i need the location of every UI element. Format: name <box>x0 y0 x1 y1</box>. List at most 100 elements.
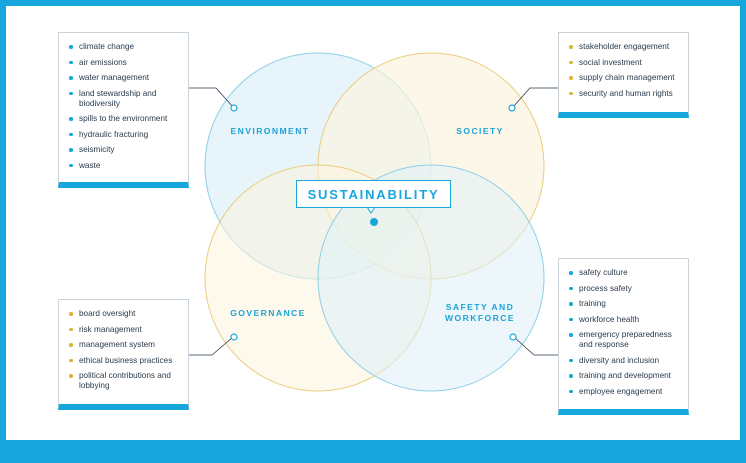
list-item-label: employee engagement <box>579 386 663 396</box>
list-item: diversity and inclusion <box>569 356 680 366</box>
governance-topics-box: board oversight risk management manageme… <box>58 299 189 410</box>
bullet-icon <box>569 60 573 64</box>
list-item: stakeholder engagement <box>569 42 680 52</box>
safety-connector <box>513 336 558 356</box>
list-item: land stewardship and biodiversity <box>69 89 169 109</box>
list-item: employee engagement <box>569 387 680 397</box>
list-item-label: spills to the environment <box>79 114 168 123</box>
list-item: spills to the environment <box>69 114 180 124</box>
bullet-icon <box>569 333 573 337</box>
bullet-icon <box>69 374 73 378</box>
environment-topics-list: climate change air emissions water manag… <box>69 42 180 171</box>
bullet-icon <box>69 117 73 121</box>
list-item-label: safety culture <box>579 268 628 277</box>
right-border <box>740 0 746 463</box>
list-item-label: stakeholder engagement <box>579 42 670 51</box>
list-item-label: diversity and inclusion <box>579 355 660 365</box>
list-item: process safety <box>569 284 680 294</box>
environment-connector-dot <box>230 104 238 112</box>
list-item: management system <box>69 340 180 350</box>
safety-workforce-topics-list: safety culture process safety training w… <box>569 268 680 397</box>
bullet-icon <box>569 271 573 275</box>
bullet-icon <box>69 76 73 80</box>
list-item-label: waste <box>79 160 101 170</box>
bullet-icon <box>69 148 73 152</box>
safety-connector-dot <box>509 333 517 341</box>
list-item-label: emergency preparedness and response <box>579 330 672 349</box>
list-item-label: supply chain management <box>579 73 675 82</box>
top-border <box>0 0 746 6</box>
list-item-label: process safety <box>579 283 632 293</box>
bullet-icon <box>569 317 573 321</box>
bullet-icon <box>69 163 73 167</box>
list-item: emergency preparedness and response <box>569 330 685 350</box>
list-item-label: political contributions and lobbying <box>79 371 171 390</box>
list-item: seismicity <box>69 145 180 155</box>
list-item: security and human rights <box>569 89 680 99</box>
list-item-label: risk management <box>79 324 142 334</box>
sustainability-title: SUSTAINABILITY <box>296 180 451 208</box>
society-topics-box: stakeholder engagement social investment… <box>558 32 689 118</box>
list-item: social investment <box>569 58 680 68</box>
governance-connector-dot <box>230 333 238 341</box>
safety-label-line2: WORKFORCE <box>445 313 515 323</box>
list-item-label: workforce health <box>579 314 640 324</box>
society-label: SOCIETY <box>456 126 504 136</box>
list-item: political contributions and lobbying <box>69 371 179 391</box>
bullet-icon <box>69 312 73 316</box>
list-item: hydraulic fracturing <box>69 130 180 140</box>
list-item-label: management system <box>79 340 155 349</box>
governance-connector <box>188 336 234 356</box>
bullet-icon <box>569 76 573 80</box>
bullet-icon <box>69 91 73 95</box>
list-item-label: training <box>579 299 606 308</box>
bullet-icon <box>69 343 73 347</box>
list-item-label: air emissions <box>79 57 127 67</box>
list-item-label: water management <box>79 73 150 82</box>
left-border <box>0 0 6 463</box>
environment-label: ENVIRONMENT <box>230 126 310 136</box>
bullet-icon <box>69 132 73 136</box>
list-item-label: board oversight <box>79 309 136 318</box>
bullet-icon <box>569 91 573 95</box>
bottom-border <box>0 440 746 463</box>
bullet-icon <box>569 374 573 378</box>
society-connector <box>512 87 558 108</box>
list-item-label: training and development <box>579 371 671 380</box>
bullet-icon <box>569 45 573 49</box>
governance-topics-list: board oversight risk management manageme… <box>69 309 180 391</box>
safety-label-line1: SAFETY AND <box>445 302 515 312</box>
bullet-icon <box>69 327 73 331</box>
list-item: water management <box>69 73 180 83</box>
list-item-label: security and human rights <box>579 88 673 98</box>
safety-workforce-label: SAFETY AND WORKFORCE <box>430 302 530 324</box>
list-item-label: land stewardship and biodiversity <box>79 88 157 108</box>
bullet-icon <box>569 389 573 393</box>
list-item: workforce health <box>569 315 680 325</box>
list-item: training <box>569 299 680 309</box>
list-item: risk management <box>69 325 180 335</box>
bullet-icon <box>569 358 573 362</box>
list-item-label: seismicity <box>79 145 115 154</box>
list-item: safety culture <box>569 268 680 278</box>
list-item-label: social investment <box>579 57 642 67</box>
list-item: training and development <box>569 371 680 381</box>
list-item: air emissions <box>69 58 180 68</box>
bullet-icon <box>69 60 73 64</box>
bullet-icon <box>69 358 73 362</box>
center-dot <box>370 218 378 226</box>
governance-label: GOVERNANCE <box>230 308 306 318</box>
list-item-label: climate change <box>79 42 135 51</box>
safety-workforce-topics-box: safety culture process safety training w… <box>558 258 689 415</box>
environment-connector <box>188 87 234 108</box>
environment-topics-box: climate change air emissions water manag… <box>58 32 189 188</box>
list-item: climate change <box>69 42 180 52</box>
list-item: ethical business practices <box>69 356 180 366</box>
bullet-icon <box>69 45 73 49</box>
list-item: board oversight <box>69 309 180 319</box>
list-item: waste <box>69 161 180 171</box>
list-item-label: ethical business practices <box>79 355 173 365</box>
bullet-icon <box>569 302 573 306</box>
bullet-icon <box>569 286 573 290</box>
